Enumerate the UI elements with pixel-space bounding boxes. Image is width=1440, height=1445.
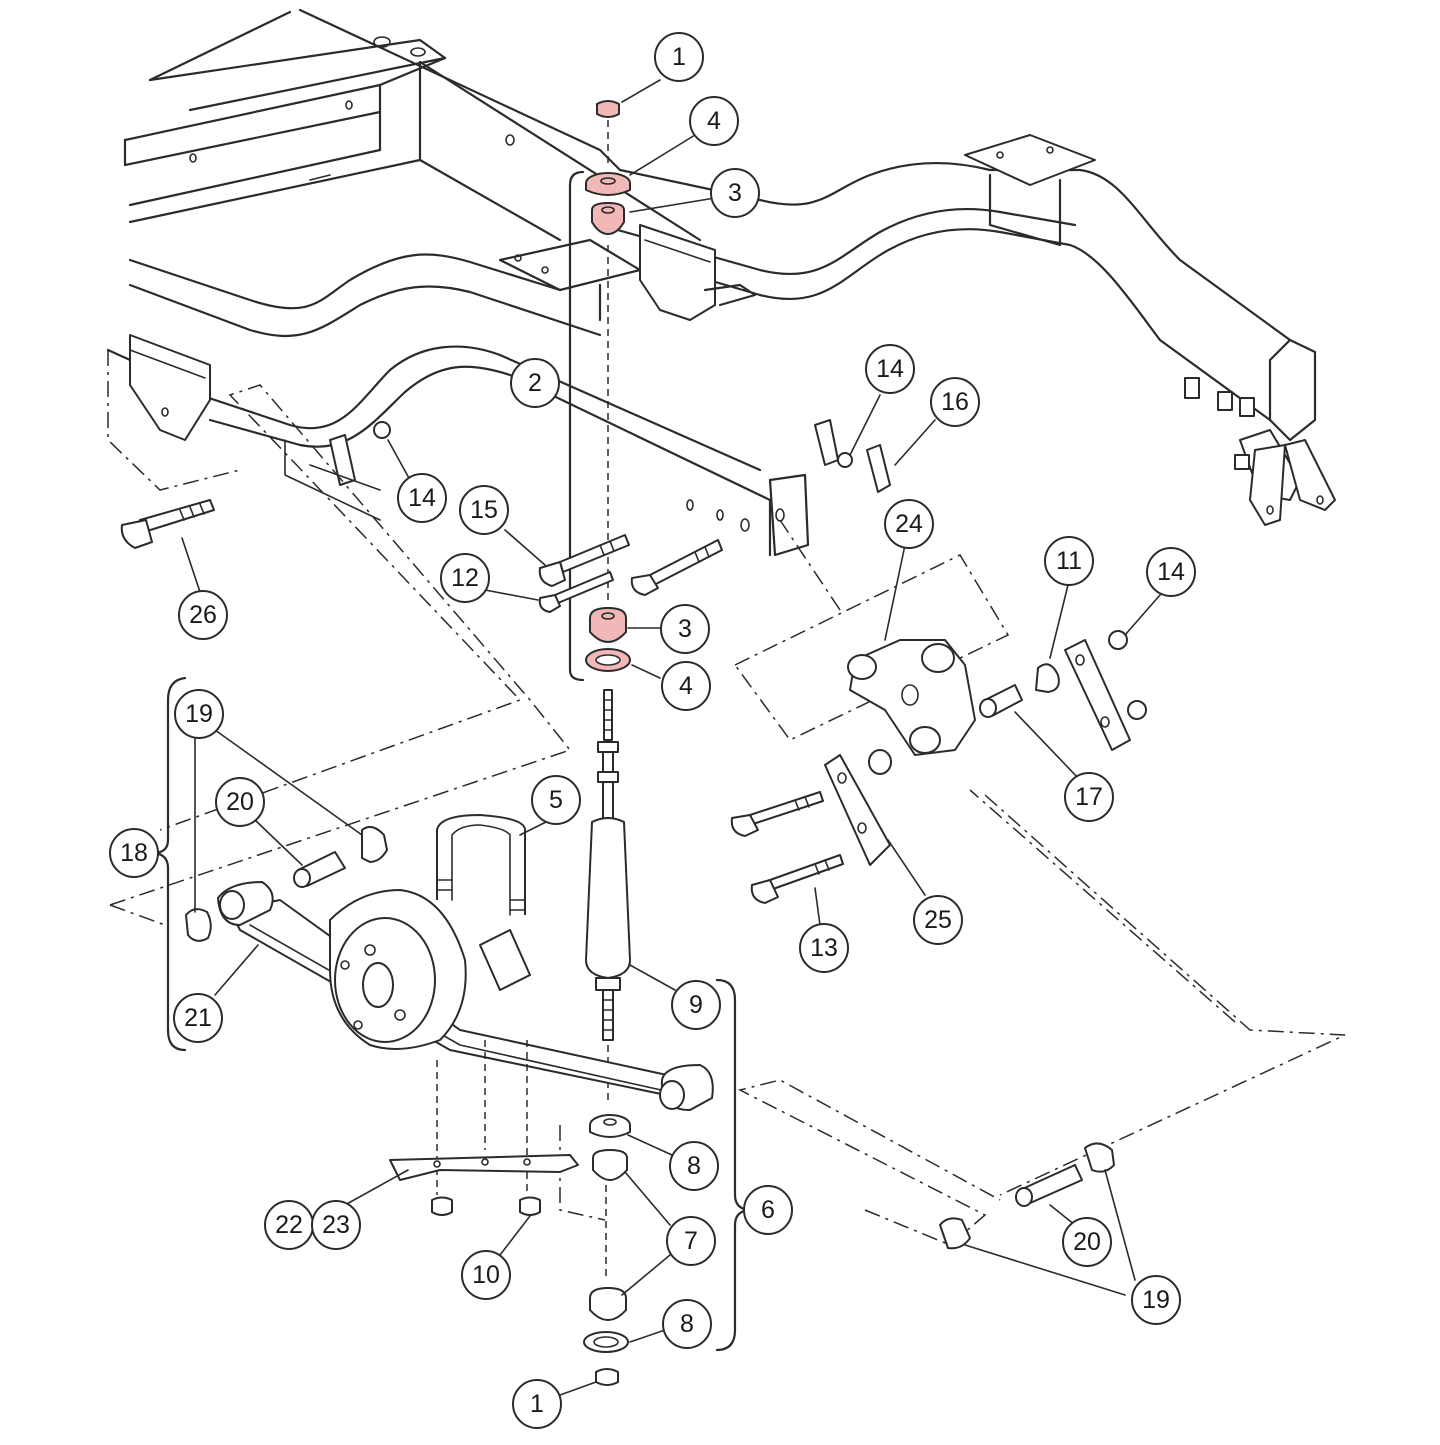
svg-text:18: 18	[120, 839, 148, 867]
svg-text:3: 3	[728, 179, 742, 207]
leaf-spring-axle	[107, 350, 1346, 1250]
callout-8-lower: 8	[662, 1299, 712, 1349]
svg-text:16: 16	[941, 388, 969, 416]
shackle-assembly	[284, 419, 1147, 866]
callout-5: 5	[531, 775, 581, 825]
svg-text:23: 23	[322, 1211, 350, 1239]
svg-text:22: 22	[275, 1211, 303, 1239]
callout-3-top: 3	[710, 168, 760, 218]
svg-text:9: 9	[689, 991, 703, 1019]
svg-text:13: 13	[810, 934, 838, 962]
svg-text:19: 19	[1142, 1286, 1170, 1314]
svg-text:24: 24	[895, 510, 923, 538]
svg-text:25: 25	[924, 906, 952, 934]
svg-text:11: 11	[1056, 547, 1082, 575]
callout-1-top: 1	[654, 32, 704, 82]
callout-12: 12	[440, 553, 490, 603]
callout-4-top: 4	[689, 96, 739, 146]
callout-26: 26	[178, 590, 228, 640]
svg-text:4: 4	[679, 672, 693, 700]
svg-text:1: 1	[672, 43, 686, 71]
shock-mount-stack	[559, 100, 631, 1386]
callout-14-left: 14	[397, 473, 447, 523]
callout-14-upper: 14	[865, 344, 915, 394]
svg-text:21: 21	[184, 1004, 212, 1032]
callout-11: 11	[1044, 536, 1094, 586]
svg-text:5: 5	[549, 786, 563, 814]
callout-15: 15	[459, 485, 509, 535]
callout-8-upper: 8	[669, 1141, 719, 1191]
svg-text:12: 12	[451, 564, 479, 592]
svg-text:6: 6	[761, 1196, 775, 1224]
callout-3-lower: 3	[660, 604, 710, 654]
svg-text:14: 14	[876, 355, 904, 383]
svg-text:4: 4	[707, 107, 721, 135]
callout-19-right: 19	[1131, 1275, 1181, 1325]
callout-9: 9	[671, 980, 721, 1030]
svg-text:8: 8	[680, 1310, 694, 1338]
callout-13: 13	[799, 923, 849, 973]
callout-22: 22	[264, 1200, 314, 1250]
vehicle-frame	[106, 8, 1336, 557]
callout-21: 21	[173, 993, 223, 1043]
svg-text:1: 1	[530, 1390, 544, 1418]
callout-25: 25	[913, 895, 963, 945]
nut-top	[596, 100, 620, 118]
svg-text:20: 20	[226, 788, 254, 816]
callout-18: 18	[109, 828, 159, 878]
callout-1-bottom: 1	[512, 1379, 562, 1429]
callout-16: 16	[930, 377, 980, 427]
callout-6: 6	[743, 1185, 793, 1235]
svg-text:3: 3	[678, 615, 692, 643]
callout-23: 23	[311, 1200, 361, 1250]
svg-text:2: 2	[528, 369, 542, 397]
callout-17: 17	[1064, 772, 1114, 822]
callout-19-left: 19	[174, 689, 224, 739]
svg-text:19: 19	[185, 700, 213, 728]
svg-text:15: 15	[470, 496, 498, 524]
svg-text:14: 14	[1157, 558, 1185, 586]
callout-20-left: 20	[215, 777, 265, 827]
svg-text:17: 17	[1075, 783, 1103, 811]
leader-lines	[181, 79, 1161, 1396]
svg-text:20: 20	[1073, 1228, 1101, 1256]
callout-24: 24	[884, 499, 934, 549]
callout-20-right: 20	[1062, 1217, 1112, 1267]
callout-14-right: 14	[1146, 547, 1196, 597]
callout-2: 2	[510, 358, 560, 408]
bolts	[120, 499, 844, 904]
svg-text:10: 10	[472, 1261, 500, 1289]
svg-text:14: 14	[408, 484, 436, 512]
callout-10: 10	[461, 1250, 511, 1300]
callout-4-lower: 4	[661, 661, 711, 711]
svg-text:7: 7	[684, 1227, 698, 1255]
svg-text:26: 26	[189, 601, 217, 629]
svg-text:8: 8	[687, 1152, 701, 1180]
callout-7-upper: 7	[666, 1216, 716, 1266]
